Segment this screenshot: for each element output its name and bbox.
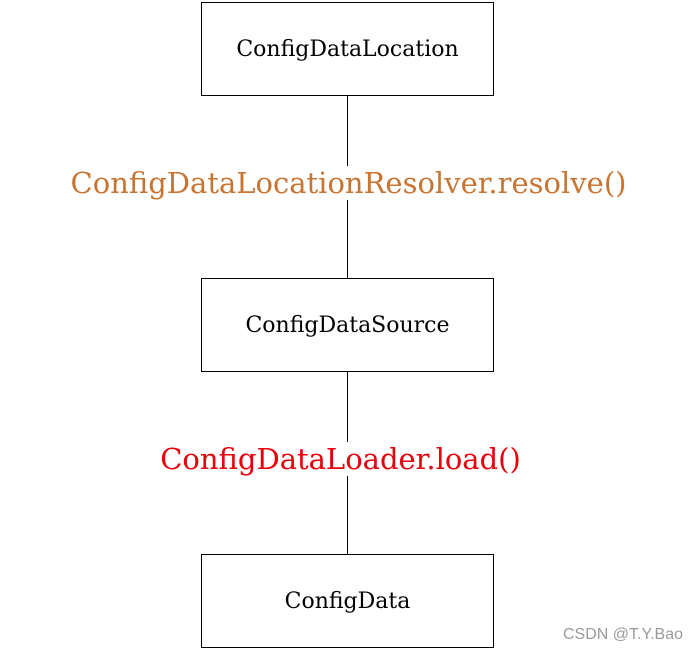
node-label: ConfigData (284, 588, 411, 614)
node-config-data-source: ConfigDataSource (201, 278, 494, 372)
node-config-data-location: ConfigDataLocation (201, 2, 494, 96)
edge-label-text: ConfigDataLoader.load() (158, 442, 523, 476)
watermark: CSDN @T.Y.Bao (563, 626, 683, 643)
node-label: ConfigDataSource (245, 312, 450, 338)
edge-label-text: ConfigDataLocationResolver.resolve() (68, 166, 629, 200)
edge-label-load: ConfigDataLoader.load() (0, 442, 689, 476)
node-label: ConfigDataLocation (236, 36, 459, 62)
node-config-data: ConfigData (201, 554, 494, 648)
edge-label-resolve: ConfigDataLocationResolver.resolve() (0, 166, 697, 200)
